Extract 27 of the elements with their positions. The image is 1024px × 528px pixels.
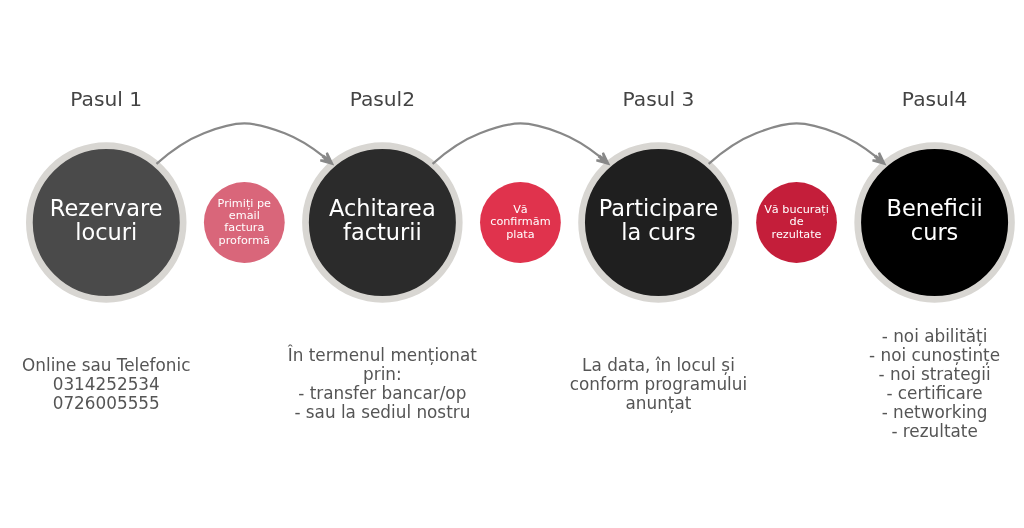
node-label: Online sau Telefonic	[22, 354, 191, 375]
node-label: - transfer bancar/op	[298, 383, 467, 404]
node-label: - noi cunoștințe	[869, 345, 1001, 366]
node-label: - certificare	[886, 383, 983, 404]
node-label: 0314252534	[52, 373, 160, 394]
node-circle: Primiți pe email factura proformă	[203, 182, 285, 263]
arrow	[155, 122, 334, 165]
node-label: - sau la sediul nostru	[294, 402, 471, 423]
node-circle: Achitarea facturii	[302, 142, 463, 303]
arrow	[431, 122, 610, 165]
node-label: Pasul2	[349, 86, 416, 111]
arrow	[707, 122, 886, 165]
node-circle: Vă confirmăm plata	[480, 182, 561, 263]
node-label: La data, în locul și conform programului anunțat	[569, 354, 748, 413]
node-label: Pasul 3	[622, 86, 695, 111]
node-circle: Participare la curs	[578, 142, 739, 303]
node-label: În termenul menționat prin:	[287, 345, 477, 385]
node-label: 0726005555	[52, 392, 160, 413]
node-label: Pasul4	[901, 86, 968, 111]
node-label: Pasul 1	[70, 86, 143, 111]
node-label: - networking	[881, 402, 988, 423]
node-circle: Rezervare locuri	[26, 142, 187, 303]
node-label: - rezultate	[891, 421, 978, 442]
node-label: - noi abilități	[881, 326, 988, 347]
node-circle: Vă bucurați de rezultate	[756, 182, 837, 263]
node-label: - noi strategii	[878, 364, 991, 385]
node-circle: Beneficii curs	[854, 142, 1015, 303]
